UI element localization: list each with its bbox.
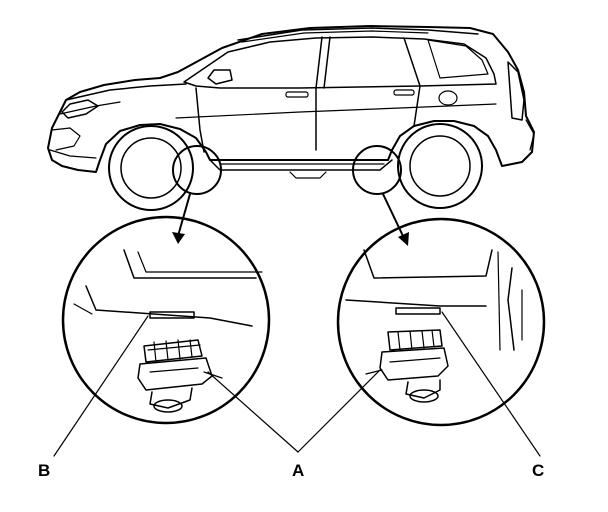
- callout-a: A: [292, 461, 304, 480]
- rear-jack-point-detail: [336, 217, 546, 427]
- callout-b: B: [38, 461, 50, 480]
- front-jack-point-detail: [61, 215, 271, 425]
- callout-c: C: [532, 461, 544, 480]
- leader-lines: [53, 311, 541, 457]
- vehicle-side-view: [47, 25, 535, 211]
- front-locator: [172, 145, 222, 244]
